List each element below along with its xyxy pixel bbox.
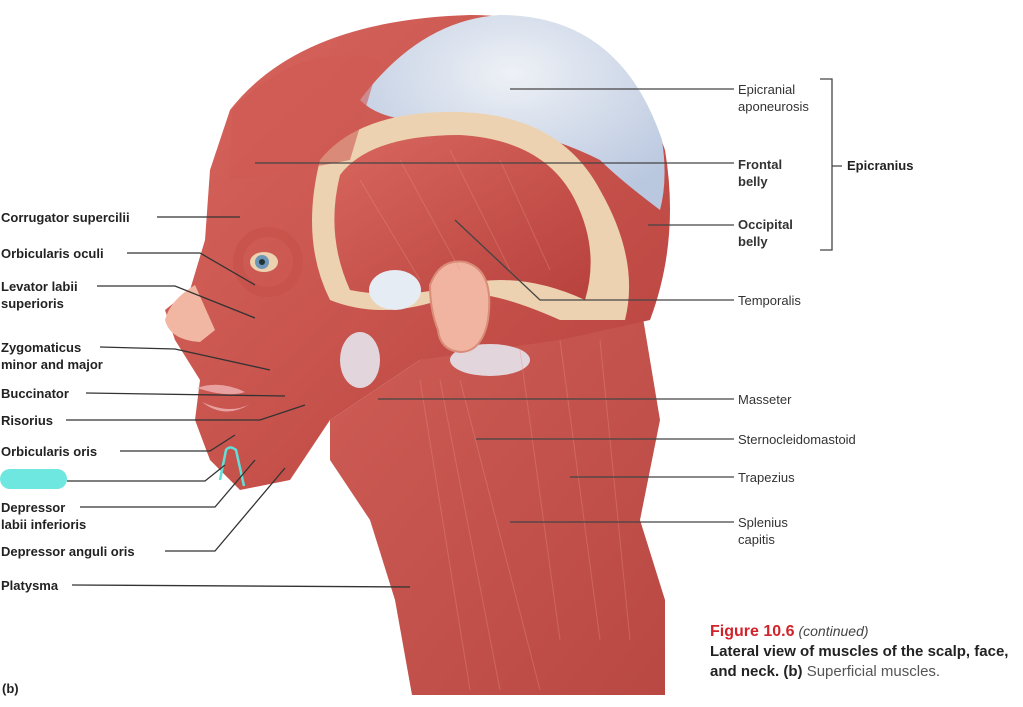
figure-subtitle: Superficial muscles.: [806, 663, 941, 680]
highlighted-blank-label[interactable]: [0, 469, 67, 489]
label-line-1: Epicranial: [738, 82, 796, 97]
label-orbicularis-oculi: Orbicularis oculi: [1, 246, 104, 261]
label-line-2: minor and major: [1, 357, 103, 372]
label-line-2: labii inferioris: [1, 517, 87, 532]
label-line-1: Frontal: [738, 157, 783, 172]
label-masseter: Masseter: [738, 392, 792, 407]
label-line-1: Levator labii: [1, 279, 78, 294]
label-line-2: superioris: [1, 296, 64, 311]
panel-label: (b): [2, 681, 19, 696]
label-splenius-capitis: Splenius capitis: [738, 514, 788, 548]
label-depressor-anguli-oris: Depressor anguli oris: [1, 544, 135, 559]
figure-continued: (continued): [798, 623, 869, 639]
label-line-2: aponeurosis: [738, 99, 809, 114]
label-occipital-belly: Occipital belly: [738, 216, 793, 250]
group-label-epicranius: Epicranius: [847, 158, 914, 173]
label-temporalis: Temporalis: [738, 293, 801, 308]
label-buccinator: Buccinator: [1, 386, 69, 401]
label-orbicularis-oris: Orbicularis oris: [1, 444, 98, 459]
label-trapezius: Trapezius: [738, 470, 795, 485]
figure-caption: Figure 10.6(continued) Lateral view of m…: [710, 621, 1020, 682]
figure-panel-ref: (b): [783, 663, 803, 680]
label-line-1: Splenius: [738, 515, 788, 530]
label-line-2: capitis: [738, 532, 775, 547]
label-line-2: belly: [738, 234, 768, 249]
label-frontal-belly: Frontal belly: [738, 156, 782, 190]
label-epicranial-aponeurosis: Epicranial aponeurosis: [738, 81, 809, 115]
label-corrugator-supercilii: Corrugator supercilii: [1, 210, 130, 225]
label-zygomaticus: Zygomaticus minor and major: [1, 339, 103, 373]
label-levator-labii-superioris: Levator labii superioris: [1, 278, 78, 312]
label-platysma: Platysma: [1, 578, 59, 593]
figure-title: Lateral view of muscles of the scalp, fa…: [710, 643, 1009, 680]
label-sternocleidomastoid: Sternocleidomastoid: [738, 432, 856, 447]
label-line-1: Depressor: [1, 500, 66, 515]
label-risorius: Risorius: [1, 413, 54, 428]
label-line-1: Zygomaticus: [1, 340, 82, 355]
label-depressor-labii-inferioris: Depressor labii inferioris: [1, 499, 86, 533]
figure-number: Figure 10.6: [710, 623, 795, 640]
label-line-2: belly: [738, 174, 768, 189]
label-line-1: Occipital: [738, 217, 793, 232]
